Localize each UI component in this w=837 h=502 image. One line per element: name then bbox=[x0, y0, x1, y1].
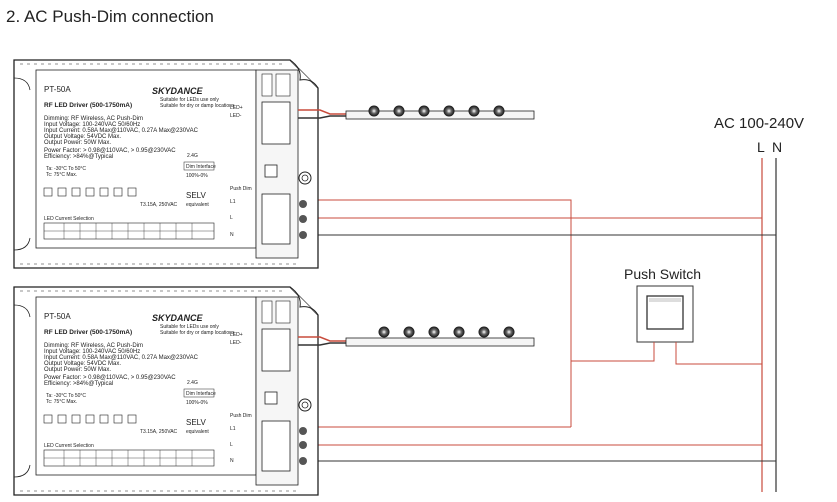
driver-spec-6: Efficiency: >84%@Typical bbox=[44, 381, 113, 387]
driver-brand-logo: SKYDANCE bbox=[152, 313, 204, 323]
driver-ta: Ta: -30°C To 50°C bbox=[46, 166, 86, 172]
led-3 bbox=[428, 326, 440, 338]
terminal-l: L bbox=[230, 215, 233, 221]
terminal-l1: L1 bbox=[230, 426, 236, 432]
switch-to-supply-wire bbox=[675, 342, 762, 365]
terminal-push: Push Dim bbox=[230, 186, 252, 192]
supply-label: AC 100-240V bbox=[714, 115, 804, 132]
led-3 bbox=[418, 105, 430, 117]
driver-ta: Ta: -30°C To 50°C bbox=[46, 393, 86, 399]
dim-interface: Dim Interface bbox=[186, 164, 216, 170]
driver-fuse: T3.15A, 250VAC bbox=[140, 202, 178, 208]
driver-spec-3: Output Voltage: 54VDC Max. bbox=[44, 134, 121, 140]
terminal-l1: L1 bbox=[230, 199, 236, 205]
driver-spec-1: Input Voltage: 100-240VAC 50/60Hz bbox=[44, 349, 140, 355]
driver-tagline-2: Suitable for dry or damp locations bbox=[160, 103, 235, 109]
push-switch-label: Push Switch bbox=[624, 266, 701, 282]
led-strip-1 bbox=[298, 105, 535, 120]
driver-tagline-1: Suitable for LEDs use only bbox=[160, 97, 219, 103]
dim-interface-box bbox=[183, 161, 215, 171]
driver-spec-5: Power Factor: > 0.98@110VAC, > 0.95@230V… bbox=[44, 148, 176, 154]
led-4 bbox=[443, 105, 455, 117]
driver-2: PT-50A SKYDANCE Suitable for LEDs use on… bbox=[13, 286, 319, 496]
led-1 bbox=[368, 105, 380, 117]
terminal-led-minus: LED- bbox=[230, 340, 242, 346]
driver-brand-logo: SKYDANCE bbox=[152, 86, 204, 96]
led-current-selection-label: LED Current Selection bbox=[44, 216, 94, 222]
driver-model: PT-50A bbox=[44, 312, 71, 321]
supply-n-label: N bbox=[772, 139, 782, 155]
diagram-title: 2. AC Push-Dim connection bbox=[6, 7, 214, 26]
driver-selv: SELV bbox=[186, 418, 207, 427]
dim-interface: Dim Interface bbox=[186, 391, 216, 397]
driver-equivalent: equivalent bbox=[186, 429, 209, 435]
driver-tc: Tc: 75°C Max. bbox=[46, 399, 77, 405]
led-6 bbox=[503, 326, 515, 338]
led-current-selection-label: LED Current Selection bbox=[44, 443, 94, 449]
driver-freq: 2.4G bbox=[187, 153, 198, 159]
terminal-push: Push Dim bbox=[230, 413, 252, 419]
dim-range: 100%-0% bbox=[186, 173, 208, 179]
terminal-led-plus: LED+ bbox=[230, 105, 243, 111]
driver-spec-0: Dimming: RF Wireless, AC Push-Dim bbox=[44, 343, 143, 349]
driver-spec-2: Input Current: 0.58A Max@110VAC, 0.27A M… bbox=[44, 355, 199, 361]
driver-spec-3: Output Voltage: 54VDC Max. bbox=[44, 361, 121, 367]
led-4 bbox=[453, 326, 465, 338]
led-6 bbox=[493, 105, 505, 117]
terminal-l: L bbox=[230, 442, 233, 448]
terminal-led-minus: LED- bbox=[230, 113, 242, 119]
driver-selv: SELV bbox=[186, 191, 207, 200]
driver-product: RF LED Driver (500-1750mA) bbox=[44, 102, 132, 109]
driver-spec-4: Output Power: 50W Max. bbox=[44, 367, 111, 373]
driver-spec-6: Efficiency: >84%@Typical bbox=[44, 154, 113, 160]
driver-tc: Tc: 75°C Max. bbox=[46, 172, 77, 178]
terminal-n: N bbox=[230, 458, 234, 464]
driver-spec-0: Dimming: RF Wireless, AC Push-Dim bbox=[44, 116, 143, 122]
driver-freq: 2.4G bbox=[187, 380, 198, 386]
terminal-n: N bbox=[230, 232, 234, 238]
terminal-led-plus: LED+ bbox=[230, 332, 243, 338]
led-strip-2 bbox=[298, 326, 535, 347]
driver-product: RF LED Driver (500-1750mA) bbox=[44, 329, 132, 336]
driver-tagline-2: Suitable for dry or damp locations bbox=[160, 330, 235, 336]
driver-spec-4: Output Power: 50W Max. bbox=[44, 140, 111, 146]
led-1 bbox=[378, 326, 390, 338]
dim-range: 100%-0% bbox=[186, 400, 208, 406]
driver-spec-5: Power Factor: > 0.98@110VAC, > 0.95@230V… bbox=[44, 375, 176, 381]
led-2 bbox=[403, 326, 415, 338]
driver-spec-1: Input Voltage: 100-240VAC 50/60Hz bbox=[44, 122, 140, 128]
led-5 bbox=[468, 105, 480, 117]
led-2 bbox=[393, 105, 405, 117]
driver-model: PT-50A bbox=[44, 85, 71, 94]
dim-interface-box bbox=[183, 388, 215, 398]
driver-equivalent: equivalent bbox=[186, 202, 209, 208]
driver-spec-2: Input Current: 0.58A Max@110VAC, 0.27A M… bbox=[44, 128, 199, 134]
led-5 bbox=[478, 326, 490, 338]
driver-1: PT-50A SKYDANCE Suitable for LEDs use on… bbox=[13, 59, 319, 269]
driver-fuse: T3.15A, 250VAC bbox=[140, 429, 178, 435]
driver-tagline-1: Suitable for LEDs use only bbox=[160, 324, 219, 330]
supply-l-label: L bbox=[757, 139, 765, 155]
